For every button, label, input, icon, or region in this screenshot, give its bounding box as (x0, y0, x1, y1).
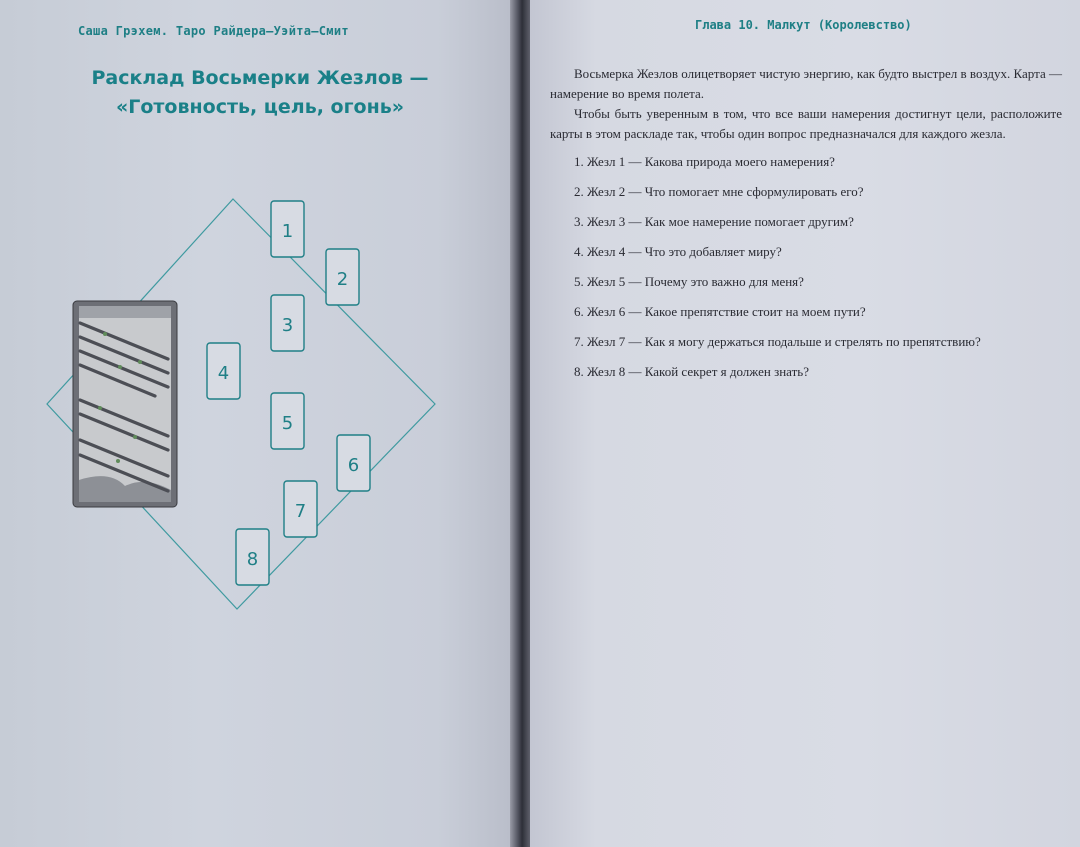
instruction-paragraph: Чтобы быть уверенным в том, что все ваши… (550, 106, 1062, 141)
right-page-body: Восьмерка Жезлов олицетворяет чистую эне… (550, 64, 1062, 392)
position-card-5-number: 5 (282, 413, 293, 434)
position-card-8: 8 (235, 528, 270, 586)
question-item: 5. Жезл 5 — Почему это важно для меня? (574, 274, 804, 289)
running-head-author: Саша Грэхем. Таро Райдера–Уэйта–Смит (78, 24, 349, 38)
question-item: 1. Жезл 1 — Какова природа моего намерен… (574, 154, 835, 169)
position-card-3: 3 (270, 294, 305, 352)
section-title-line-2: «Готовность, цель, огонь» (115, 96, 404, 118)
eight-of-wands-card-image (72, 300, 178, 508)
question-item: 6. Жезл 6 — Какое препятствие стоит на м… (574, 304, 866, 319)
position-card-5: 5 (270, 392, 305, 450)
question-item: 7. Жезл 7 — Как я могу держаться подальш… (574, 334, 981, 349)
position-card-4: 4 (206, 342, 241, 400)
question-list: 1. Жезл 1 — Какова природа моего намерен… (550, 152, 1062, 382)
section-title: Расклад Восьмерки Жезлов — «Готовность, … (70, 64, 450, 122)
question-item: 8. Жезл 8 — Какой секрет я должен знать? (574, 364, 809, 379)
position-card-4-number: 4 (218, 363, 229, 384)
position-card-7: 7 (283, 480, 318, 538)
position-card-1: 1 (270, 200, 305, 258)
running-head-chapter: Глава 10. Малкут (Королевство) (695, 18, 912, 32)
spread-diagram: 1 2 3 4 5 6 7 (46, 198, 436, 610)
position-card-6: 6 (336, 434, 371, 492)
position-card-2-number: 2 (337, 269, 348, 290)
left-page: Саша Грэхем. Таро Райдера–Уэйта–Смит Рас… (0, 0, 515, 847)
question-item: 2. Жезл 2 — Что помогает мне сформулиров… (574, 184, 864, 199)
question-item: 3. Жезл 3 — Как мое намерение помогает д… (574, 214, 854, 229)
position-card-6-number: 6 (348, 455, 359, 476)
position-card-1-number: 1 (282, 221, 293, 242)
position-card-8-number: 8 (247, 549, 258, 570)
right-page (530, 0, 1080, 847)
position-card-7-number: 7 (295, 501, 306, 522)
section-title-line-1: Расклад Восьмерки Жезлов — (91, 67, 429, 89)
position-card-2: 2 (325, 248, 360, 306)
intro-paragraph: Восьмерка Жезлов олицетворяет чистую эне… (550, 66, 1062, 101)
position-card-3-number: 3 (282, 315, 293, 336)
book-gutter (510, 0, 532, 847)
question-item: 4. Жезл 4 — Что это добавляет миру? (574, 244, 782, 259)
